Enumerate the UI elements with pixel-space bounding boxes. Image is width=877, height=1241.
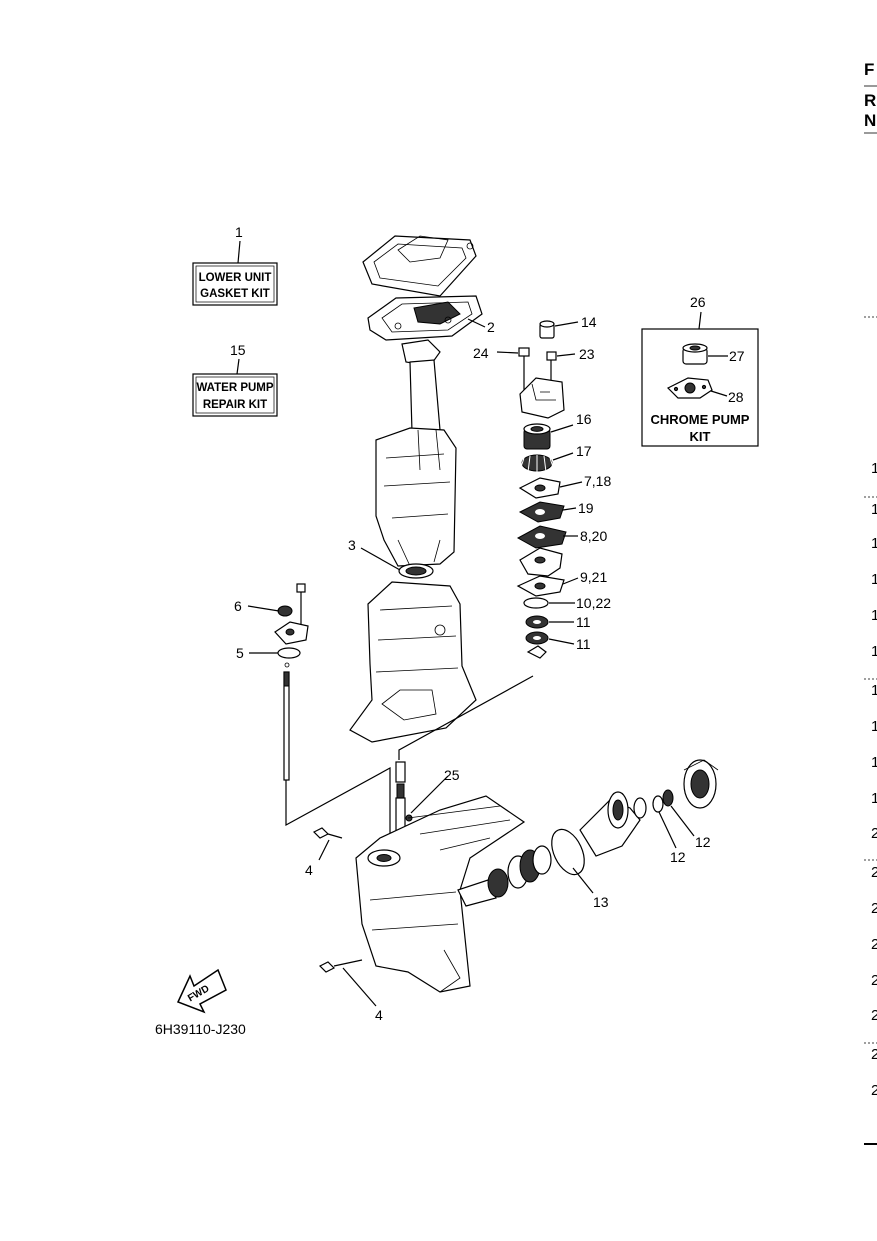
seal-3 [398, 563, 434, 579]
chrome-pump-plate [666, 377, 713, 399]
edge-digit-3: 1 [871, 571, 877, 588]
o-ring-10-22 [523, 597, 549, 609]
figure-code: 6H39110-J230 [155, 1021, 246, 1037]
callout-13: 13 [593, 894, 609, 910]
outer-plate-19 [518, 501, 565, 523]
lower-unit-gasket [367, 295, 483, 341]
edge-digit-2: 1 [871, 535, 877, 552]
callout-2: 2 [487, 319, 495, 335]
edge-digit-0: 1 [871, 460, 877, 477]
callout-4b: 4 [375, 1007, 383, 1023]
shift-rod-holder [274, 621, 309, 645]
pump-collar-14 [539, 320, 555, 339]
gasket-9-21 [516, 575, 565, 597]
right-edge-column: F R N 1 1 1 1 1 1 1 1 1 1 2 2 2 2 2 2 2 … [864, 60, 877, 1145]
callout-25: 25 [444, 767, 460, 783]
edge-digit-15: 2 [871, 1007, 877, 1024]
prop-shaft [457, 879, 497, 907]
callout-19: 19 [578, 500, 594, 516]
shift-rod-bolt [296, 583, 306, 626]
bearing-cluster [487, 845, 552, 898]
callout-15: 15 [230, 342, 246, 358]
pump-assembly-line [398, 675, 534, 760]
pump-housing [519, 377, 565, 419]
edge-letter-r: R [864, 91, 876, 110]
gear-case [355, 795, 526, 993]
edge-digit-1: 1 [871, 501, 877, 518]
edge-digit-8: 1 [871, 754, 877, 771]
callout-3: 3 [348, 537, 356, 553]
o-ring-5 [277, 647, 301, 659]
callout-7-18: 7,18 [584, 473, 611, 489]
edge-digit-17: 2 [871, 1082, 877, 1099]
lower-unit-kit-line2: GASKET KIT [200, 288, 270, 300]
seal-12b [662, 789, 674, 807]
bolt-4b [318, 959, 363, 973]
lower-unit-kit-line1: LOWER UNIT [199, 272, 272, 284]
impeller-insert-16 [523, 423, 551, 450]
propeller-shaft-cap [683, 759, 719, 809]
edge-digit-10: 2 [871, 825, 877, 842]
callout-27: 27 [729, 348, 745, 364]
callout-1: 1 [235, 224, 243, 240]
edge-digit-14: 2 [871, 972, 877, 989]
callout-16: 16 [576, 411, 592, 427]
callout-17: 17 [576, 443, 592, 459]
edge-digit-9: 1 [871, 790, 877, 807]
pump-base-washer [526, 645, 547, 659]
shift-rod [283, 662, 290, 781]
callout-12a: 12 [670, 849, 686, 865]
bolt-24 [518, 347, 530, 392]
upper-casing [375, 339, 457, 567]
oil-seal-11a [525, 615, 549, 629]
callout-28: 28 [728, 389, 744, 405]
callout-8-20: 8,20 [580, 528, 607, 544]
shift-rod-assembly-line [285, 766, 391, 856]
edge-digit-12: 2 [871, 900, 877, 917]
callout-11b: 11 [576, 636, 591, 652]
water-pump-kit-line1: WATER PUMP [196, 382, 273, 394]
chrome-pump-kit-line2: KIT [690, 429, 711, 444]
edge-letter-n: N [864, 111, 876, 130]
gasket-7-18 [518, 477, 561, 499]
edge-letter-f: F [864, 60, 874, 79]
chrome-pump-kit-line1: CHROME PUMP [651, 412, 750, 427]
callout-10-22: 10,22 [576, 595, 611, 611]
callout-4a: 4 [305, 862, 313, 878]
exhaust-plate [362, 235, 477, 297]
edge-digit-13: 2 [871, 936, 877, 953]
callout-24: 24 [473, 345, 489, 361]
seal-12a [652, 795, 664, 813]
edge-digit-5: 1 [871, 643, 877, 660]
gasket-8-20 [516, 525, 567, 549]
callout-26: 26 [690, 294, 706, 310]
oil-seal-housing [519, 547, 563, 577]
bolt-4a [312, 827, 343, 839]
water-pump-repair-kit: 15 WATER PUMP REPAIR KIT [192, 342, 278, 417]
edge-digit-16: 2 [871, 1046, 877, 1063]
impeller-17 [519, 454, 555, 473]
callout-9-21: 9,21 [580, 569, 607, 585]
callout-23: 23 [579, 346, 595, 362]
callout-11a: 11 [576, 614, 591, 630]
edge-digit-7: 1 [871, 718, 877, 735]
callout-5: 5 [236, 645, 244, 661]
edge-digit-11: 2 [871, 864, 877, 881]
fwd-arrow-icon: FWD [176, 968, 227, 1014]
water-pump-kit-line2: REPAIR KIT [203, 399, 267, 411]
callout-12b: 12 [695, 834, 711, 850]
lower-casing [349, 581, 477, 743]
lower-unit-gasket-kit: 1 LOWER UNIT GASKET KIT [192, 224, 278, 306]
chrome-pump-sleeve [682, 343, 708, 365]
callout-6: 6 [234, 598, 242, 614]
callout-14: 14 [581, 314, 597, 330]
propeller-shaft-housing [579, 791, 647, 857]
edge-digit-4: 1 [871, 607, 877, 624]
chrome-pump-kit: 26 27 28 CHROME PUMP KIT [641, 294, 759, 447]
grommet-6 [277, 605, 293, 617]
oil-seal-11b [525, 631, 549, 645]
edge-digit-6: 1 [871, 682, 877, 699]
